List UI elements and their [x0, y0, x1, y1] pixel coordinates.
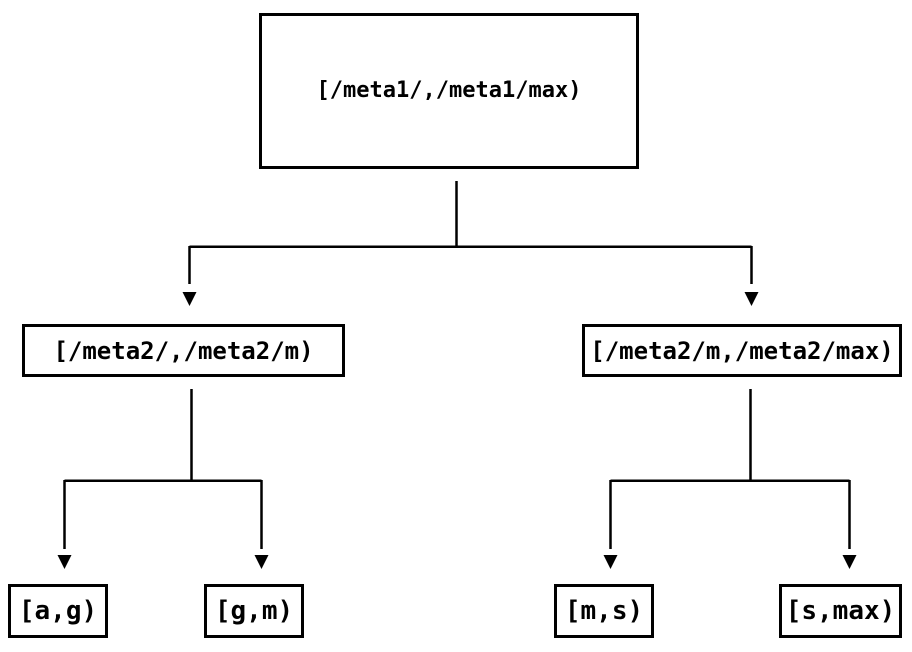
node-leaf-smax: [s,max): [779, 584, 902, 638]
edge-right-to-leaves: [609, 389, 851, 549]
edge-left-to-leaves: [63, 389, 263, 549]
node-meta2-right: [/meta2/m,/meta2/max): [582, 324, 902, 377]
node-leaf-ms: [m,s): [554, 584, 654, 638]
edge-root-to-children: [188, 181, 753, 284]
node-label: [/meta1/,/meta1/max): [316, 78, 582, 103]
arrowhead-icon: [57, 555, 72, 569]
node-label: [/meta2/m,/meta2/max): [590, 336, 894, 365]
node-label: [g,m): [214, 596, 294, 626]
node-label: [m,s): [564, 596, 644, 626]
node-root: [/meta1/,/meta1/max): [259, 13, 639, 169]
arrowhead-icon: [842, 555, 857, 569]
node-leaf-ag: [a,g): [8, 584, 108, 638]
edge-left-arrowheads: [57, 555, 269, 569]
node-label: [/meta2/,/meta2/m): [53, 336, 314, 365]
arrowhead-icon: [744, 292, 759, 306]
arrowhead-icon: [254, 555, 269, 569]
edge-right-arrowheads: [603, 555, 857, 569]
node-label: [s,max): [785, 596, 896, 626]
edge-root-arrowheads: [182, 292, 759, 306]
arrowhead-icon: [182, 292, 197, 306]
node-label: [a,g): [18, 596, 98, 626]
arrowhead-icon: [603, 555, 618, 569]
node-meta2-left: [/meta2/,/meta2/m): [22, 324, 345, 377]
node-leaf-gm: [g,m): [204, 584, 304, 638]
